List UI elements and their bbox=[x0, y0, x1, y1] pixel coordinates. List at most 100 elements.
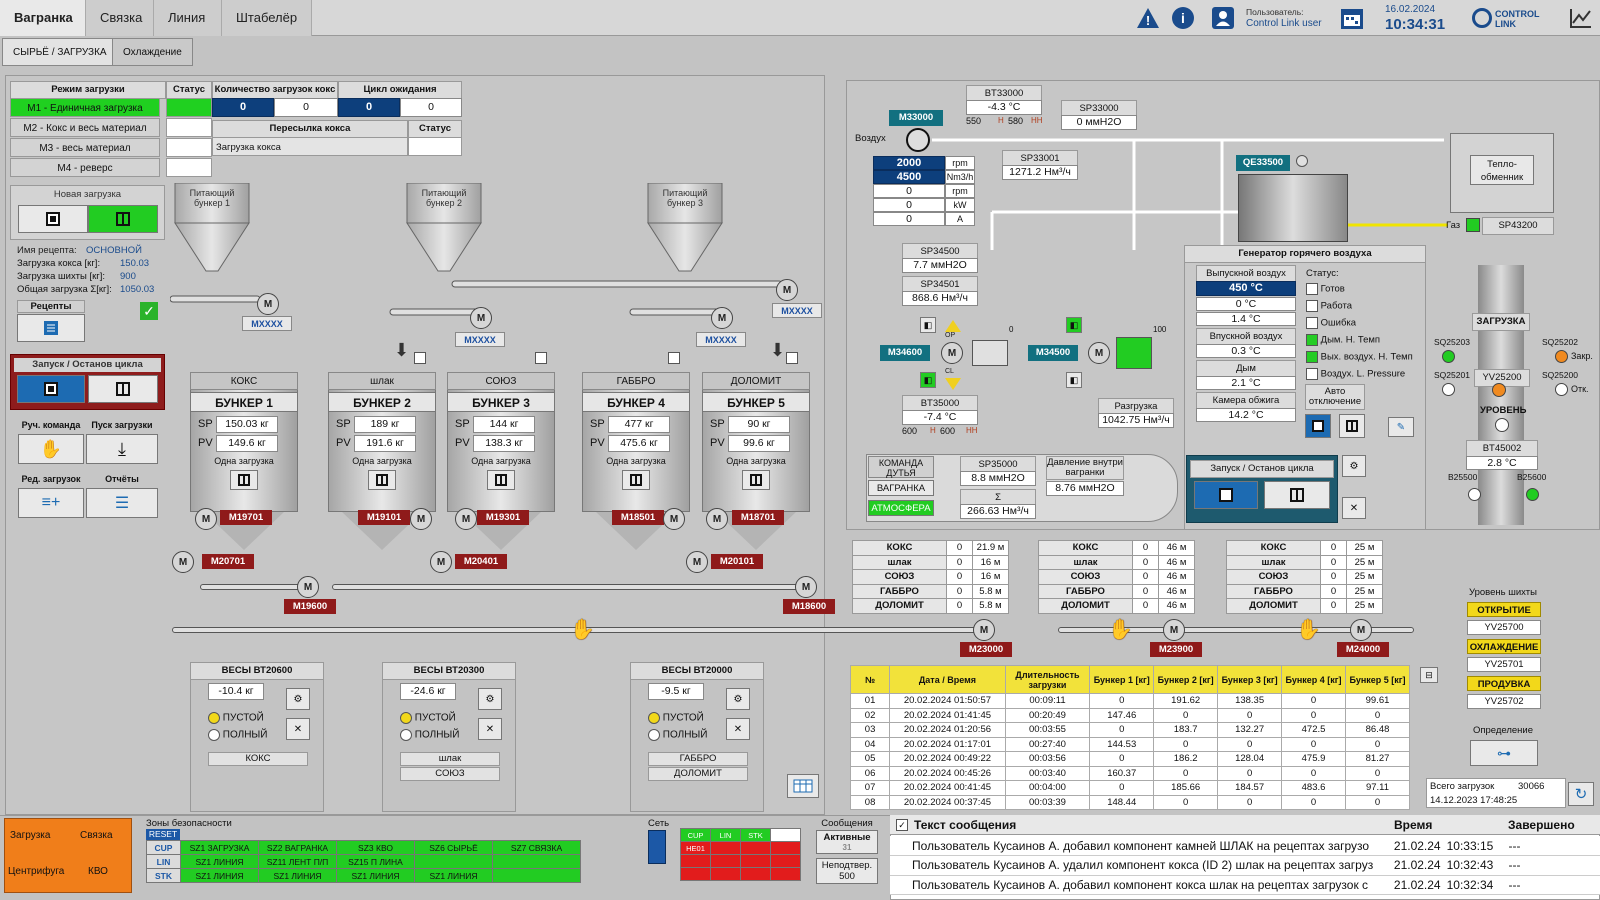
table-view-button[interactable] bbox=[787, 774, 819, 798]
cycle-stop-button[interactable] bbox=[17, 375, 85, 403]
single-load-button[interactable] bbox=[230, 470, 258, 490]
start-load-button[interactable]: ⤓ bbox=[86, 434, 158, 464]
tab-vagranka[interactable]: Вагранка bbox=[0, 0, 86, 36]
settings-button[interactable]: ⚙ bbox=[1342, 455, 1366, 477]
mode-m4[interactable]: M4 - реверс bbox=[10, 158, 160, 177]
zone-cell[interactable] bbox=[414, 854, 493, 869]
zone-cell[interactable]: SZ3 КВО bbox=[336, 840, 415, 855]
refresh-button[interactable]: ↻ bbox=[1568, 782, 1594, 806]
message-row[interactable]: Пользователь Кусаинов А. удалил компонен… bbox=[890, 855, 1600, 876]
mode-m3[interactable]: M3 - весь материал bbox=[10, 138, 160, 157]
bunker-motor[interactable]: M bbox=[663, 508, 685, 530]
zone-cell[interactable]: SZ1 ЛИНИЯ bbox=[180, 854, 259, 869]
bunker-setpoint[interactable]: 144 кг bbox=[473, 416, 535, 433]
reset-button[interactable]: RESET bbox=[146, 829, 180, 840]
bunker-title[interactable]: БУНКЕР 4 bbox=[582, 392, 690, 412]
m23900-motor[interactable]: M bbox=[1163, 619, 1185, 641]
reports-button[interactable]: ☰ bbox=[86, 488, 158, 518]
bunker-setpoint[interactable]: 150.03 кг bbox=[216, 416, 278, 433]
feeder-1-motor[interactable]: M bbox=[257, 293, 279, 315]
scale-tools-button[interactable]: ✕ bbox=[726, 718, 750, 740]
zone-cell[interactable]: SZ2 ВАГРАНКА bbox=[258, 840, 337, 855]
subtab-cooling[interactable]: Охлаждение bbox=[112, 38, 193, 66]
tab-shtabeler[interactable]: Штабелёр bbox=[222, 0, 312, 36]
damper-34600[interactable] bbox=[972, 340, 1008, 366]
valve-mode-icon[interactable]: ◧ bbox=[1066, 317, 1082, 333]
zone-cell[interactable]: SZ1 ЛИНИЯ bbox=[414, 868, 493, 883]
trend-chart-icon[interactable] bbox=[1566, 3, 1596, 33]
collapse-button[interactable]: ⊟ bbox=[1420, 667, 1438, 683]
tools-button[interactable]: ✕ bbox=[1342, 497, 1366, 519]
area-binder-button[interactable]: Связка bbox=[80, 830, 113, 841]
m34500-motor[interactable]: M bbox=[1088, 342, 1110, 364]
zone-cell[interactable] bbox=[492, 854, 581, 869]
zone-cell[interactable]: SZ1 ЛИНИЯ bbox=[336, 868, 415, 883]
m24000-motor[interactable]: M bbox=[1350, 619, 1372, 641]
detection-button[interactable]: ⊶ bbox=[1470, 740, 1538, 766]
bunker-title[interactable]: БУНКЕР 3 bbox=[447, 392, 555, 412]
bunker-setpoint[interactable]: 90 кг bbox=[728, 416, 790, 433]
single-load-button[interactable] bbox=[622, 470, 650, 490]
subtab-syrye[interactable]: СЫРЬЁ / ЗАГРУЗКА bbox=[2, 38, 118, 66]
bunker-setpoint[interactable]: 477 кг bbox=[608, 416, 670, 433]
zone-cell[interactable]: SZ1 ЗАГРУЗКА bbox=[180, 840, 259, 855]
scale-settings-button[interactable]: ⚙ bbox=[478, 688, 502, 710]
tab-liniya[interactable]: Линия bbox=[154, 0, 222, 36]
bunker-motor[interactable]: M bbox=[706, 508, 728, 530]
scale-tools-button[interactable]: ✕ bbox=[478, 718, 502, 740]
bunker-title[interactable]: БУНКЕР 1 bbox=[190, 392, 298, 412]
valve-mode-icon[interactable]: ◧ bbox=[920, 317, 936, 333]
scale-tools-button[interactable]: ✕ bbox=[286, 718, 310, 740]
m20401-motor[interactable]: M bbox=[430, 551, 452, 573]
valve-mode-icon[interactable]: ◧ bbox=[920, 372, 936, 388]
m18600-motor[interactable]: M bbox=[795, 576, 817, 598]
m23000-motor[interactable]: M bbox=[973, 619, 995, 641]
bunker-title[interactable]: БУНКЕР 2 bbox=[328, 392, 436, 412]
area-loading-button[interactable]: Загрузка bbox=[10, 830, 51, 841]
area-kvo-button[interactable]: КВО bbox=[88, 866, 108, 877]
bunker-setpoint[interactable]: 189 кг bbox=[354, 416, 416, 433]
gen-cycle-start-button[interactable] bbox=[1264, 481, 1330, 509]
purge-button[interactable]: ПРОДУВКА bbox=[1467, 676, 1541, 691]
zone-cell[interactable]: SZ11 ЛЕНТ П/П bbox=[258, 854, 337, 869]
single-load-button[interactable] bbox=[742, 470, 770, 490]
edit-loads-button[interactable]: ≡+ bbox=[18, 488, 84, 518]
flow-setpoint[interactable]: 4500 bbox=[873, 170, 945, 184]
manual-command-button[interactable]: ✋ bbox=[18, 434, 84, 464]
info-icon[interactable]: i bbox=[1168, 3, 1198, 33]
zone-cell[interactable]: SZ1 ЛИНИЯ bbox=[258, 868, 337, 883]
zone-cell[interactable]: SZ15 П ЛИНА bbox=[336, 854, 415, 869]
unacknowledged-button[interactable]: Неподтвер.500 bbox=[816, 858, 878, 884]
single-load-button[interactable] bbox=[487, 470, 515, 490]
message-row[interactable]: Пользователь Кусаинов А. добавил компоне… bbox=[890, 875, 1600, 895]
edit-button[interactable]: ✎ bbox=[1388, 417, 1414, 437]
bunker-motor[interactable]: M bbox=[410, 508, 432, 530]
feeder-2-motor[interactable]: M bbox=[470, 307, 492, 329]
recipes-button[interactable] bbox=[17, 314, 85, 342]
cycle-input[interactable]: 0 bbox=[400, 98, 462, 117]
single-load-button[interactable] bbox=[368, 470, 396, 490]
auto-off-stop-button[interactable] bbox=[1305, 414, 1331, 438]
valve-mode-icon[interactable]: ◧ bbox=[1066, 372, 1082, 388]
cooling-button[interactable]: ОХЛАЖДЕНИЕ bbox=[1467, 639, 1541, 654]
scale-settings-button[interactable]: ⚙ bbox=[726, 688, 750, 710]
auto-off-start-button[interactable] bbox=[1339, 414, 1365, 438]
m19600-motor[interactable]: M bbox=[297, 576, 319, 598]
tab-svyazka[interactable]: Связка bbox=[86, 0, 154, 36]
gen-cycle-stop-button[interactable] bbox=[1194, 481, 1258, 509]
opening-button[interactable]: ОТКРЫТИЕ bbox=[1467, 602, 1541, 617]
user-icon[interactable] bbox=[1208, 3, 1238, 33]
m20101-motor[interactable]: M bbox=[686, 551, 708, 573]
bunker-motor[interactable]: M bbox=[455, 508, 477, 530]
stop-button[interactable] bbox=[18, 205, 88, 233]
bunker-motor[interactable]: M bbox=[195, 508, 217, 530]
select-all-checkbox[interactable]: ✓ bbox=[896, 819, 908, 831]
